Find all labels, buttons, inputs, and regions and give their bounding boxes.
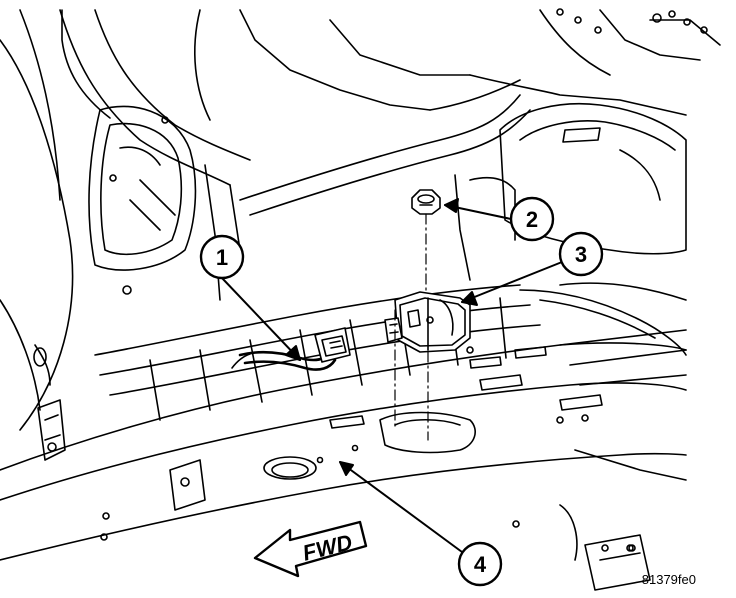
- callout-3-number: 3: [575, 242, 587, 267]
- wiring-harness: [231, 327, 351, 371]
- impact-sensor: [384, 291, 471, 353]
- rear-body-panel: [194, 8, 721, 281]
- callout-4-number: 4: [474, 552, 487, 577]
- callout-leaders: [221, 198, 563, 553]
- assembly-guide-lines: [394, 213, 429, 441]
- callout-1: 1: [199, 234, 245, 280]
- forward-arrow: FWD: [253, 520, 368, 578]
- callout-2-number: 2: [526, 207, 538, 232]
- callout-2: 2: [509, 196, 555, 242]
- figure-reference: 81379fe0: [642, 572, 696, 587]
- callout-4: 4: [457, 541, 503, 587]
- mounting-nut: [411, 189, 441, 215]
- callout-3: 3: [558, 231, 604, 277]
- callout-1-number: 1: [216, 245, 228, 270]
- body-pillar: [0, 9, 251, 431]
